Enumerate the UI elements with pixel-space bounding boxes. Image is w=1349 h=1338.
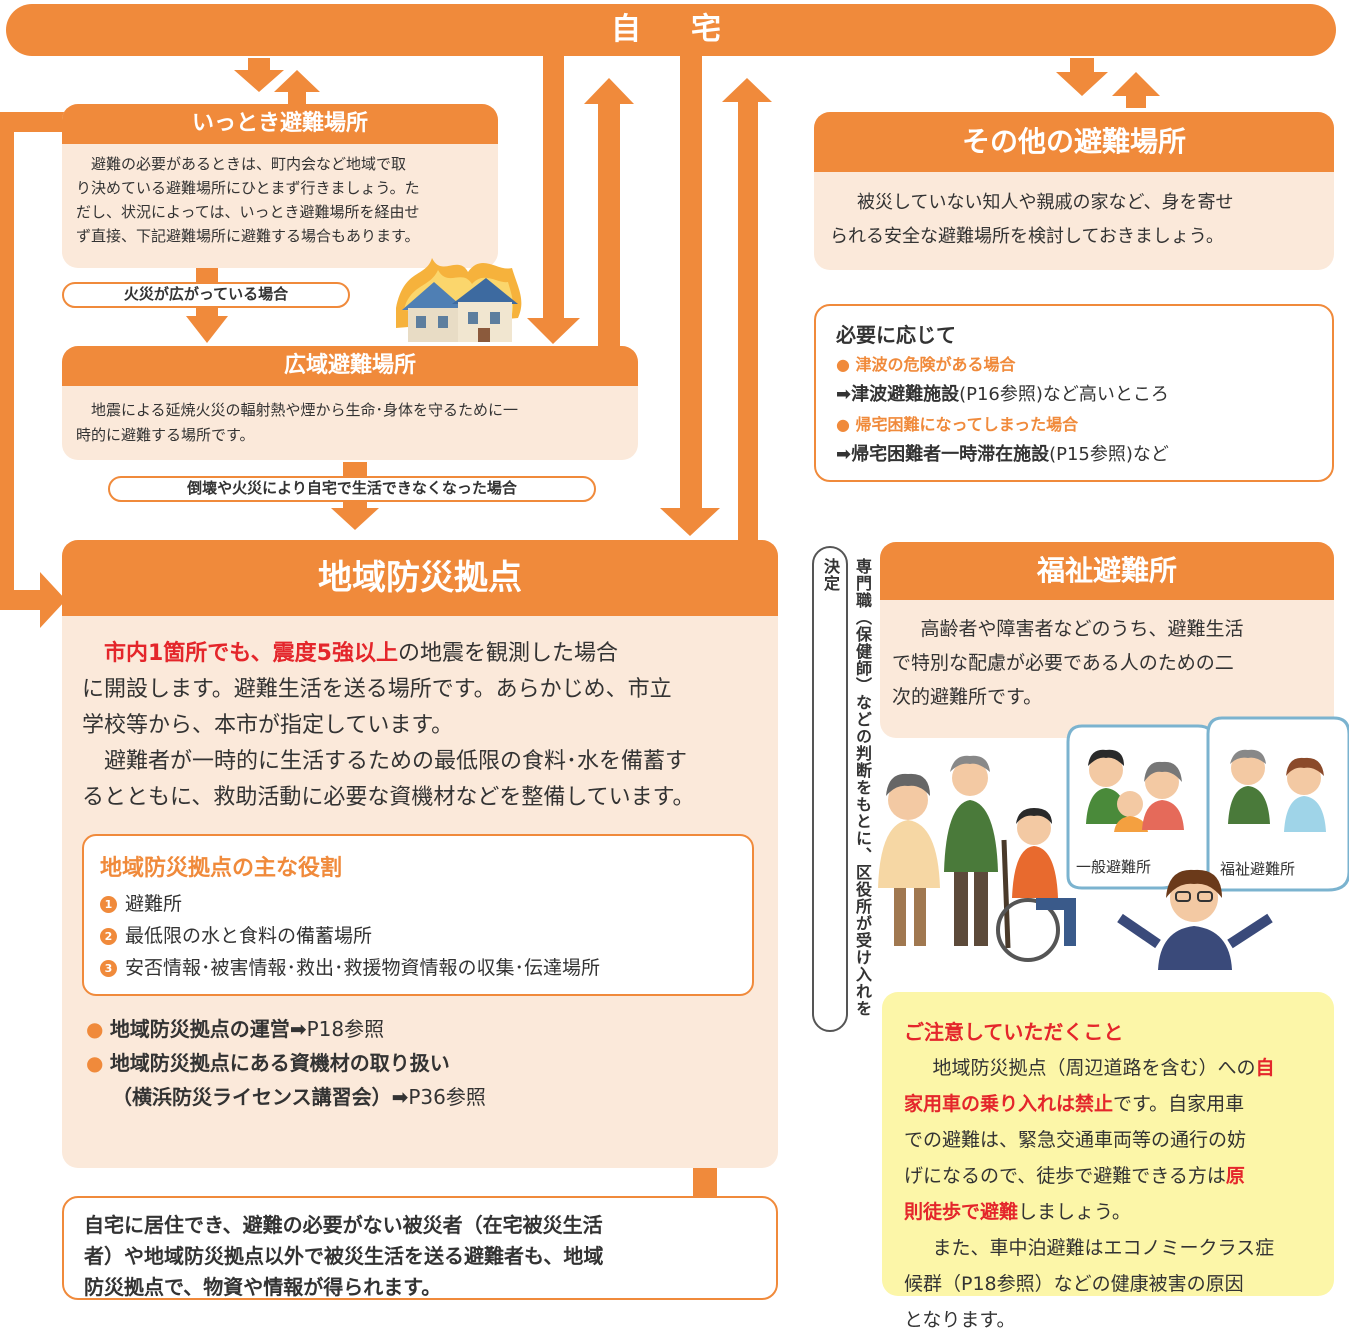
wide-evac-box: 広域避難場所 地震による延焼火災の輻射熱や煙から生命･身体を守るために一 時的に… [62,346,638,460]
role-item: 1 避難所 [100,888,752,920]
stranded-case: ● 帰宅困難になってしまった場合 [836,415,1079,434]
vertical-decision-label: 専門職（保健師）などの判断をもとに、区役所が受け入れを決定 [812,546,872,1032]
other-evac-text-1: 被災していない知人や親戚の家など、身を寄せ [857,192,1234,213]
base-text-1: の地震を観測した場合 [397,641,618,666]
other-evac-text-2: られる安全な避難場所を検討しておきましょう。 [830,226,1224,247]
caution-box: ご注意していただくこと 地域防災拠点（周辺道路を含む）への自 家用車の乗り入れは… [882,992,1334,1331]
bubble-left-label: 一般避難所 [1076,858,1151,876]
welfare-shelter-title: 福祉避難所 [880,542,1334,600]
temp-evac-title: いっとき避難場所 [62,104,498,144]
temp-evac-text-2: り決めている避難場所にひとまず行きましょう。た [76,179,420,197]
wide-evac-text-1: 地震による延焼火災の輻射熱や煙から生命･身体を守るために一 [91,401,519,419]
caution-text-6: また、車中泊避難はエコノミークラス症 [932,1237,1275,1259]
caution-highlight-1: 自 [1255,1057,1275,1079]
bubble-right-label: 福祉避難所 [1220,860,1295,878]
role-number: 2 [100,928,117,945]
operation-page-ref: P18参照 [306,1017,385,1041]
caution-title: ご注意していただくこと [904,1020,1124,1044]
evacuees-illustration: 一般避難所 福祉避難所 [878,716,1349,970]
welfare-shelter-box: 福祉避難所 高齢者や障害者などのうち、避難生活 で特別な配慮が必要である人のため… [880,542,1334,738]
role-text: 安否情報･被害情報･救出･救援物資情報の収集･伝達場所 [125,957,601,979]
role-item: 2 最低限の水と食料の備蓄場所 [100,920,752,952]
base-text-5: るとともに、救助活動に必要な資機材などを整備しています。 [82,785,695,810]
base-text-3: 学校等から、本市が指定しています。 [82,713,454,738]
caution-text-3: での避難は、緊急交通車両等の通行の妨 [904,1129,1247,1151]
role-item: 3 安否情報･被害情報･救出･救援物資情報の収集･伝達場所 [100,952,752,984]
stranded-action: ➡帰宅困難者一時滞在施設(P15参照)など [836,444,1169,465]
caution-text-7: 候群（P18参照）などの健康被害の原因 [904,1273,1244,1295]
welfare-text-1: 高齢者や障害者などのうち、避難生活 [920,618,1244,640]
role-text: 避難所 [125,893,183,915]
bottom-info-text-3: 防災拠点で、物資や情報が得られます。 [84,1275,442,1299]
tsunami-action: ➡津波避難施設(P16参照)など高いところ [836,384,1169,405]
base-highlight: 市内1箇所でも、震度5強以上 [104,641,398,666]
caution-highlight-3: 原 [1225,1165,1245,1187]
disaster-base-title: 地域防災拠点 [62,540,778,616]
as-needed-box: 必要に応じて ● 津波の危険がある場合 ➡津波避難施設(P16参照)など高いとこ… [814,304,1334,482]
roles-title: 地域防災拠点の主な役割 [100,856,343,881]
wide-evac-text-2: 時的に避難する場所です。 [76,426,255,444]
arrow-home-to-temp [234,58,284,92]
arrow-temp-to-base [0,112,70,628]
arrow-home-to-other [1056,58,1108,96]
temp-evac-text-1: 避難の必要があるときは、町内会など地域で取 [91,155,407,173]
roles-box: 地域防災拠点の主な役割 1 避難所 2 最低限の水と食料の備蓄場所 3 安否情報･被害… [82,834,754,996]
role-number: 1 [100,896,117,913]
temp-evac-box: いっとき避難場所 避難の必要があるときは、町内会など地域で取 り決めている避難場… [62,104,498,268]
caution-text-8: となります。 [904,1309,1016,1331]
arrow-base-to-home-shaft [738,98,758,544]
tsunami-case: ● 津波の危険がある場合 [836,355,1016,374]
collapse-condition-label: 倒壊や火災により自宅で生活できなくなった場合 [108,476,596,502]
burning-house-illustration [396,258,522,342]
bottom-info-text-2: 者）や地域防災拠点以外で被災生活を送る避難者も、地域 [84,1244,604,1268]
bottom-info-text-1: 自宅に居住でき、避難の必要がない被災者（在宅被災生活 [84,1213,603,1237]
caution-text-1: 地域防災拠点（周辺道路を含む）への [932,1057,1256,1079]
base-text-4: 避難者が一時的に生活するための最低限の食料･水を備蓄す [104,749,688,774]
home-label: 自 宅 [611,12,731,47]
arrow-home-to-wide-shaft [543,56,564,322]
bottom-info-box: 自宅に居住でき、避難の必要がない被災者（在宅被災生活 者）や地域防災拠点以外で被… [62,1196,778,1300]
caution-highlight-2: 家用車の乗り入れは禁止 [904,1093,1114,1115]
other-evac-title: その他の避難場所 [814,112,1334,172]
caution-text-4: げになるので、徒歩で避難できる方は [904,1165,1226,1187]
caution-text-5: しましょう。 [1018,1201,1131,1223]
disaster-base-box: 地域防災拠点 市内1箇所でも、震度5強以上の地震を観測した場合 に開設します。避… [62,540,778,1168]
home-bar: 自 宅 [6,4,1336,56]
temp-evac-text-4: ず直接、下記避難場所に避難する場合もあります。 [76,227,420,245]
role-text: 最低限の水と食料の備蓄場所 [125,925,373,947]
equipment-page-ref: P36参照 [408,1085,486,1109]
role-number: 3 [100,960,117,977]
operation-ref: ● 地域防災拠点の運営➡P18参照 [86,1017,385,1041]
operation-label: 地域防災拠点の運営 [109,1017,290,1041]
welfare-text-3: 次的避難所です。 [892,686,1043,708]
arrow-home-to-base-shaft [680,56,702,510]
caution-highlight-4: 則徒歩で避難 [904,1201,1019,1223]
arrow-other-to-home [1112,72,1160,108]
arrow-wide-to-home-shaft [598,100,620,360]
base-text-2: に開設します。避難生活を送る場所です。あらかじめ、市立 [82,677,672,702]
arrow-temp-to-home [274,70,320,105]
equipment-label: 地域防災拠点にある資機材の取り扱い [109,1051,450,1075]
temp-evac-text-3: だし、状況によっては、いっとき避難場所を経由せ [76,203,420,221]
fire-condition-label: 火災が広がっている場合 [62,282,350,308]
equipment-ref: ● 地域防災拠点にある資機材の取り扱い [86,1051,450,1075]
wide-evac-title: 広域避難場所 [62,346,638,386]
caution-text-2: です。自家用車 [1113,1093,1245,1115]
vertical-decision-text: 専門職（保健師）などの判断をもとに、区役所が受け入れを決定 [821,558,872,1017]
equipment-course: （横浜防災ライセンス講習会） [112,1085,392,1109]
as-needed-title: 必要に応じて [836,323,956,347]
welfare-text-2: で特別な配慮が必要である人のための二 [892,652,1234,674]
other-evac-box: その他の避難場所 被災していない知人や親戚の家など、身を寄せ られる安全な避難場… [814,112,1334,270]
